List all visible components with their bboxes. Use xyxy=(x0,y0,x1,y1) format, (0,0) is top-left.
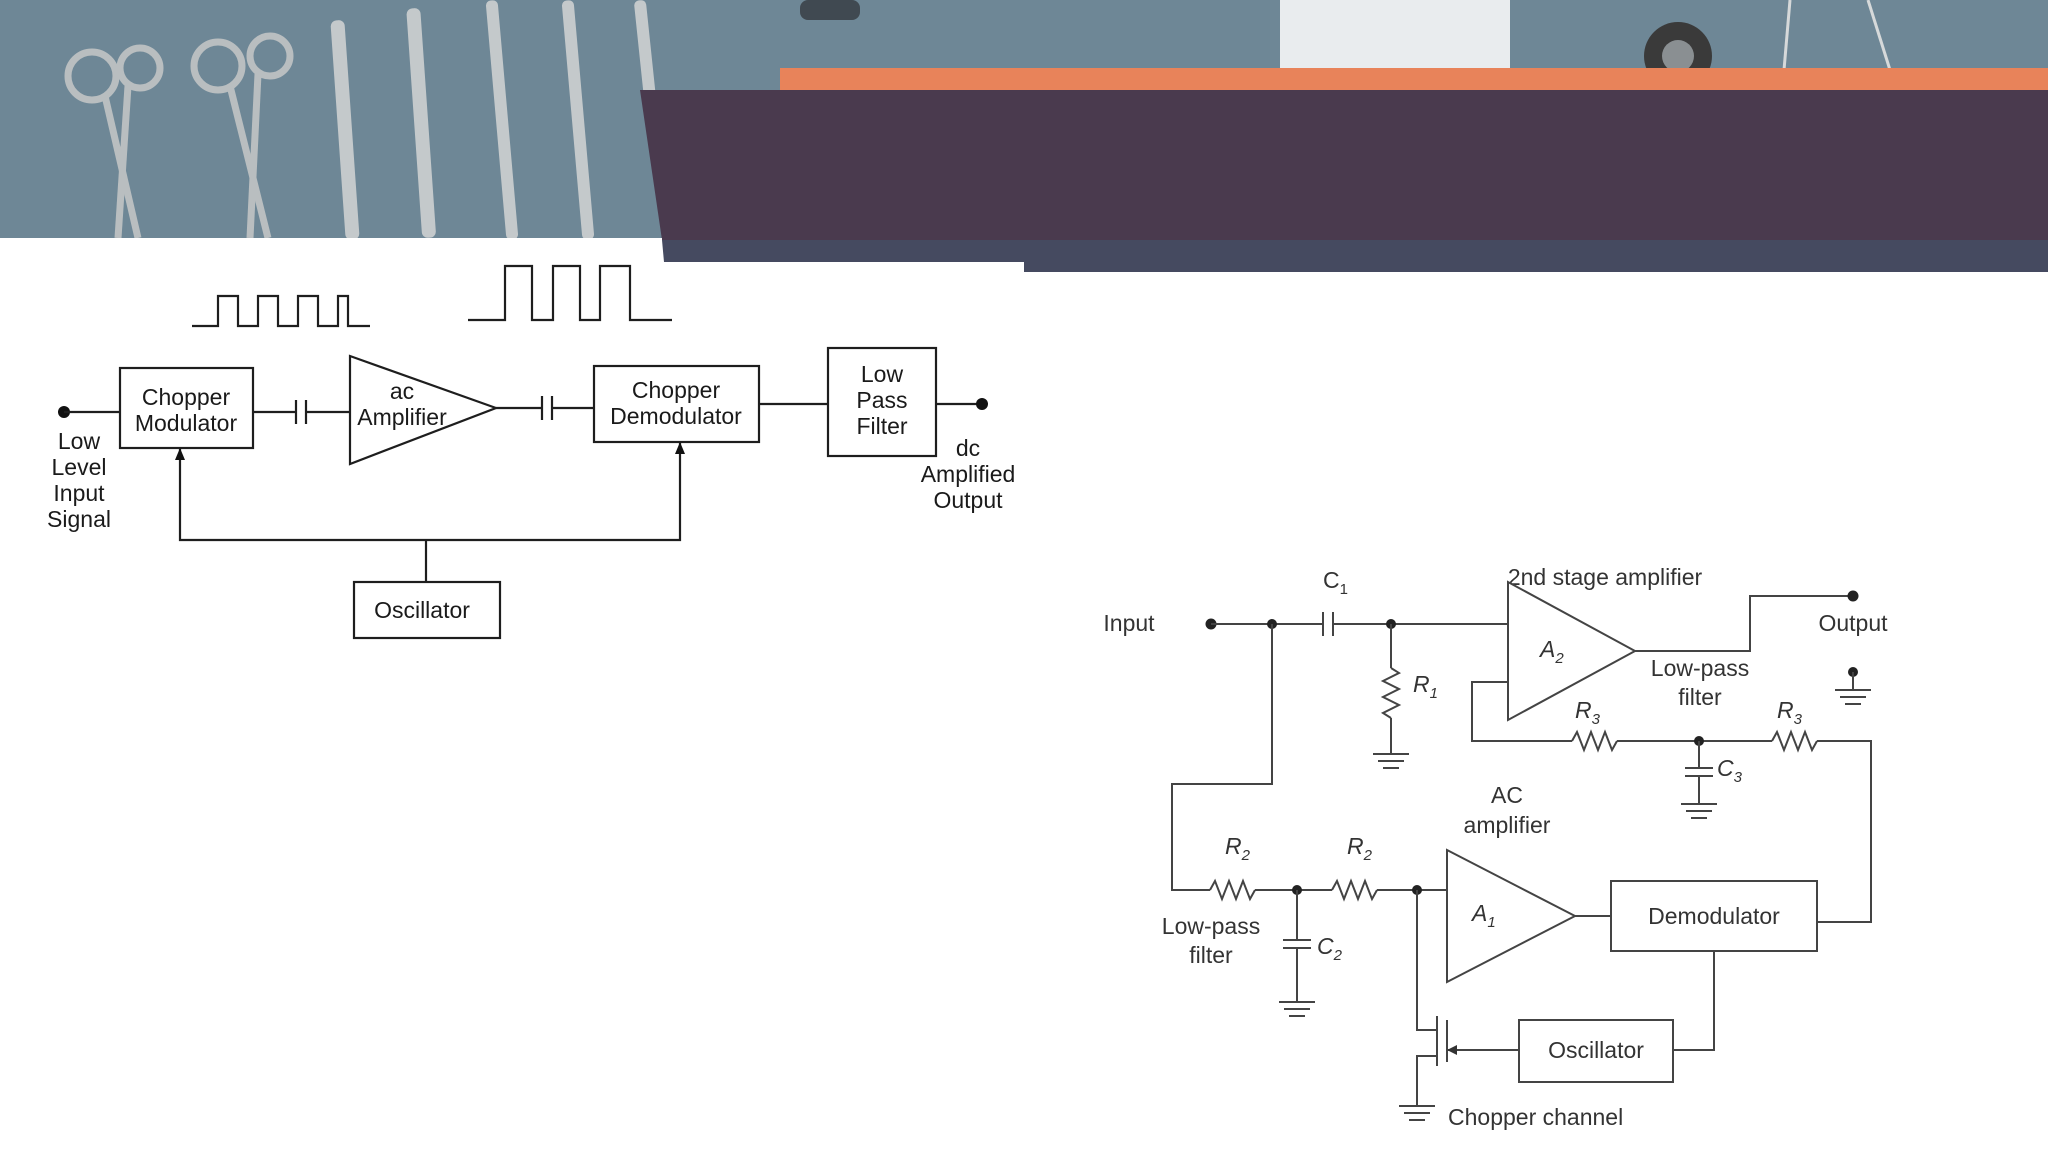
chopper-modulator-label-line1: Chopper xyxy=(142,384,231,410)
r2-left-label: R2 xyxy=(1225,833,1251,864)
low-pass-filter-label-line2: Pass xyxy=(856,387,907,413)
a1-amplifier xyxy=(1446,848,1578,984)
a2-amplifier xyxy=(1507,580,1638,722)
c3-label: C3 xyxy=(1717,755,1743,786)
input-label-line2: Level xyxy=(52,454,107,480)
modulated-square-wave xyxy=(192,294,370,328)
input-label-line1: Low xyxy=(58,428,101,454)
output-label-line1: dc xyxy=(956,435,980,461)
c1-label: C1 xyxy=(1323,567,1348,598)
a1-label: A1 xyxy=(1470,900,1496,931)
banner-orange-stripe xyxy=(780,68,2048,90)
output-label: Output xyxy=(1818,610,1888,636)
chopper-demodulator-label-line2: Demodulator xyxy=(610,403,742,429)
oscillator-block: Oscillator xyxy=(1518,1019,1674,1083)
input-label-line3: Input xyxy=(53,480,105,506)
output-terminal xyxy=(1847,590,1859,602)
chopper-modulator-label-line2: Modulator xyxy=(135,410,238,436)
r2-right-label: R2 xyxy=(1347,833,1373,864)
ac-amplifier-label-line2: amplifier xyxy=(1464,812,1551,838)
instrument-tray-photo xyxy=(64,32,294,239)
amplified-square-wave xyxy=(468,264,672,322)
oscillator-drive-line xyxy=(178,442,682,542)
banner-photo xyxy=(0,0,2048,272)
r2-resistor-left xyxy=(1209,878,1256,902)
low-pass-filter-bottom-label-line2: filter xyxy=(1189,942,1233,968)
oscillator-block: Oscillator xyxy=(352,580,502,640)
r1-label: R1 xyxy=(1413,671,1438,702)
r3-left-label: R3 xyxy=(1575,697,1601,728)
chopper-demodulator-block: Chopper Demodulator xyxy=(592,364,761,444)
r1-resistor xyxy=(1380,667,1402,719)
chopper-amplifier-block-diagram: Chopper Modulator ac Amplifier Chopper D… xyxy=(47,264,1016,640)
r3-right-label: R3 xyxy=(1777,697,1803,728)
output-label-line3: Output xyxy=(933,487,1003,513)
banner-purple-band xyxy=(640,90,2048,240)
low-pass-filter-bottom-label-line1: Low-pass xyxy=(1162,913,1260,939)
r2-resistor-right xyxy=(1331,878,1378,902)
c2-label: C2 xyxy=(1317,933,1343,964)
demodulator-block: Demodulator xyxy=(1610,880,1818,952)
chopper-stabilized-amplifier-circuit: Input C1 R1 2nd stage amplifier A2 Outpu… xyxy=(1103,564,1888,1130)
demodulator-label: Demodulator xyxy=(1648,903,1780,929)
low-pass-filter-block: Low Pass Filter xyxy=(826,346,938,458)
r3-resistor-right xyxy=(1771,729,1818,753)
r3-resistor-left xyxy=(1571,729,1618,753)
chopper-demodulator-label-line1: Chopper xyxy=(632,377,721,403)
chopper-modulator-block: Chopper Modulator xyxy=(118,366,255,450)
a2-label: A2 xyxy=(1538,636,1564,667)
r1-ground-icon xyxy=(1373,753,1409,769)
low-pass-filter-top-label-line1: Low-pass xyxy=(1651,655,1749,681)
scalpels-photo xyxy=(330,0,658,240)
low-pass-filter-top-label-line2: filter xyxy=(1678,684,1722,710)
chopper-channel-label: Chopper channel xyxy=(1448,1104,1623,1130)
ac-amplifier-label-line1: AC xyxy=(1491,782,1523,808)
low-pass-filter-label-line1: Low xyxy=(861,361,904,387)
second-stage-label: 2nd stage amplifier xyxy=(1508,564,1703,590)
output-terminal xyxy=(976,398,988,410)
ac-amplifier-label-line1: ac xyxy=(390,378,414,404)
oscillator-label: Oscillator xyxy=(374,597,470,623)
banner-navy-band xyxy=(662,240,2048,272)
input-label: Input xyxy=(1103,610,1155,636)
output-label-line2: Amplified xyxy=(921,461,1016,487)
ac-amplifier-block: ac Amplifier xyxy=(348,354,500,466)
ac-amplifier-label-line2: Amplifier xyxy=(357,404,447,430)
low-pass-filter-label-line3: Filter xyxy=(856,413,907,439)
input-label-line4: Signal xyxy=(47,506,111,532)
oscillator-label: Oscillator xyxy=(1548,1037,1644,1063)
